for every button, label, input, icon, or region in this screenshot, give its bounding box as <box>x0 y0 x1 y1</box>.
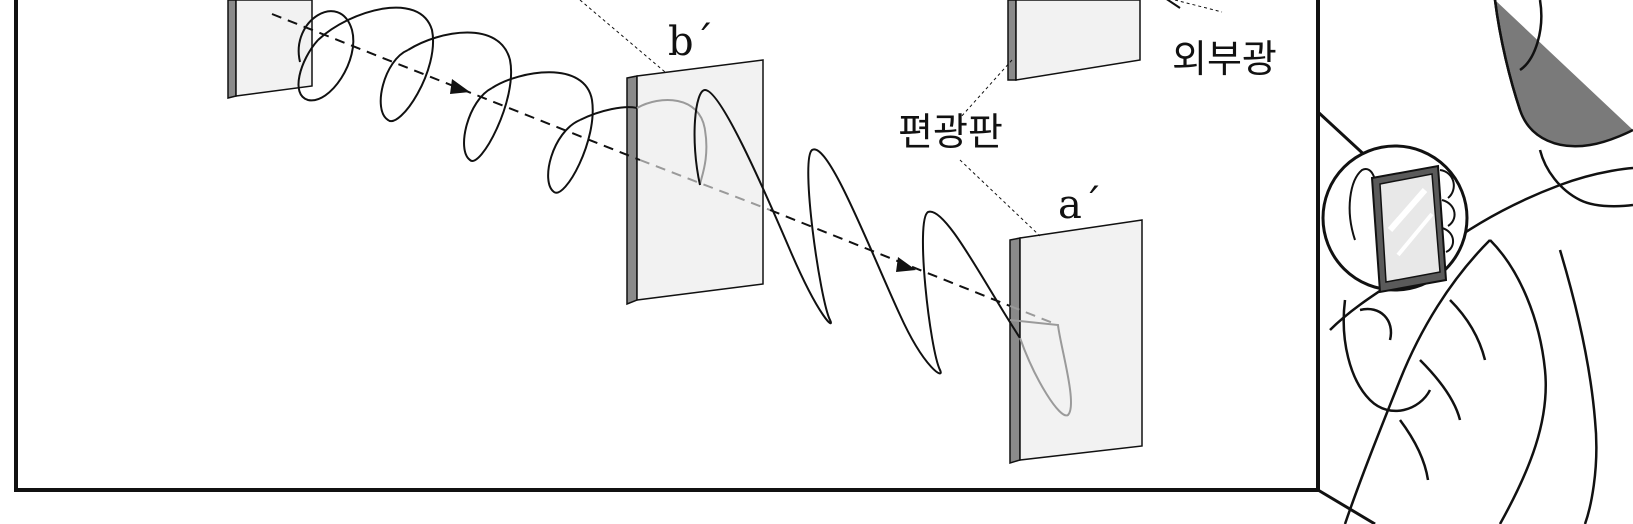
leader-lines <box>579 0 1223 237</box>
hand-illustration <box>1342 299 1432 413</box>
faint-wave-in-b-prime <box>636 99 708 186</box>
circular-polarized-wave <box>297 6 638 194</box>
label-polarizer: 편광판 <box>898 110 1003 154</box>
optical-axis <box>271 13 1059 326</box>
label-external-light: 외부광 <box>1172 37 1277 81</box>
external-light-arrow <box>1166 0 1181 9</box>
panel-separators <box>1316 110 1376 524</box>
arrowhead-1 <box>450 79 470 94</box>
label-a-prime: a´ <box>1058 182 1102 228</box>
polarizer-plate-a-prime <box>1009 219 1143 465</box>
arrowhead-2 <box>896 257 916 272</box>
smartphone-icon <box>1370 164 1448 294</box>
polarizer-plate-b-prime <box>626 59 764 306</box>
polarizer-plate-top-left <box>227 0 313 99</box>
label-b-prime: b´ <box>668 19 714 65</box>
faint-wave-in-a-prime <box>1009 319 1072 417</box>
person-illustration <box>1329 0 1633 524</box>
linear-polarized-wave <box>693 88 1021 375</box>
polarizer-plate-top-right <box>1007 0 1141 81</box>
